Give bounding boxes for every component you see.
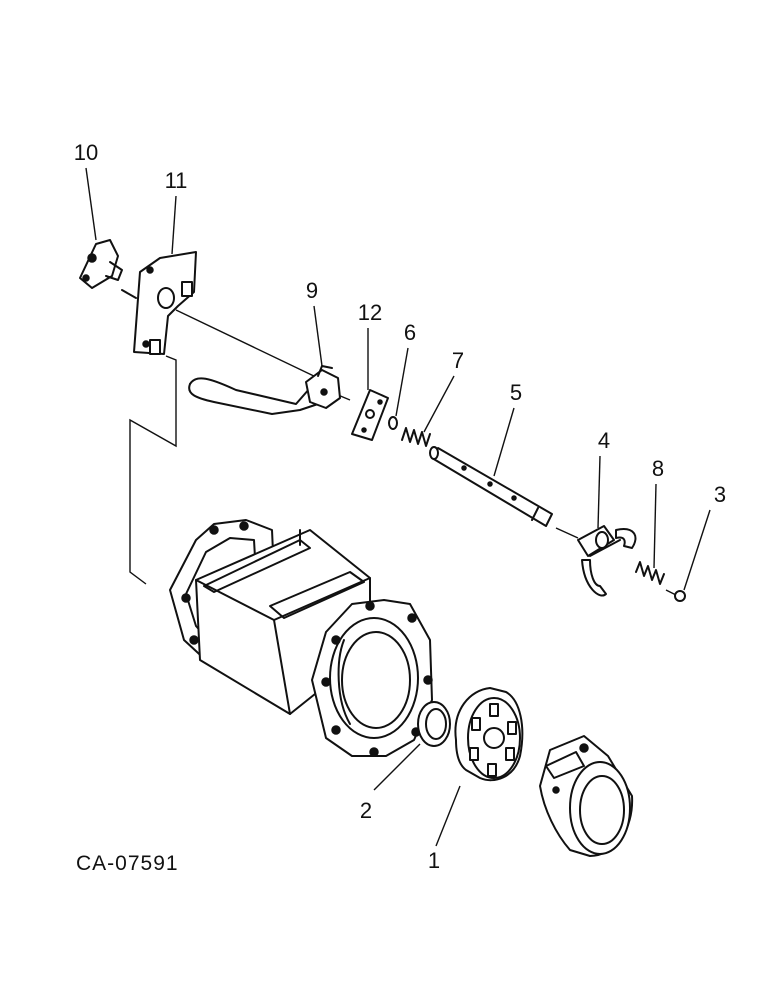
callout-9: 9 (306, 278, 318, 303)
part-12-plate (351, 389, 389, 441)
callout-12: 12 (358, 300, 382, 325)
transmission-housing (169, 519, 433, 757)
leader-dash-10-11 (121, 289, 137, 299)
callout-6: 6 (404, 320, 416, 345)
part-1-coupler (454, 687, 524, 782)
callout-1: 1 (428, 848, 440, 873)
clutch-sleeve (539, 735, 634, 857)
callout-2: 2 (360, 798, 372, 823)
part-11-mounting-plate (133, 251, 197, 355)
part-4-shift-fork (577, 525, 637, 597)
callout-11: 11 (165, 168, 188, 193)
part-3-ball (674, 590, 686, 602)
part-2-ring (417, 701, 451, 747)
part-9-shift-lever (188, 365, 341, 415)
callout-4: 4 (598, 428, 610, 453)
part-10-cover (79, 239, 123, 289)
leader-lines (85, 167, 711, 847)
callout-3: 3 (714, 482, 726, 507)
figure-id: CA-07591 (76, 852, 179, 875)
callout-5: 5 (510, 380, 522, 405)
callout-10: 10 (74, 140, 98, 165)
part-6-washer (388, 416, 398, 430)
part-7-spring (401, 427, 431, 447)
part-8-spring (635, 561, 665, 585)
callout-8: 8 (652, 456, 664, 481)
callout-7: 7 (452, 348, 464, 373)
part-5-shift-rod (429, 446, 553, 527)
